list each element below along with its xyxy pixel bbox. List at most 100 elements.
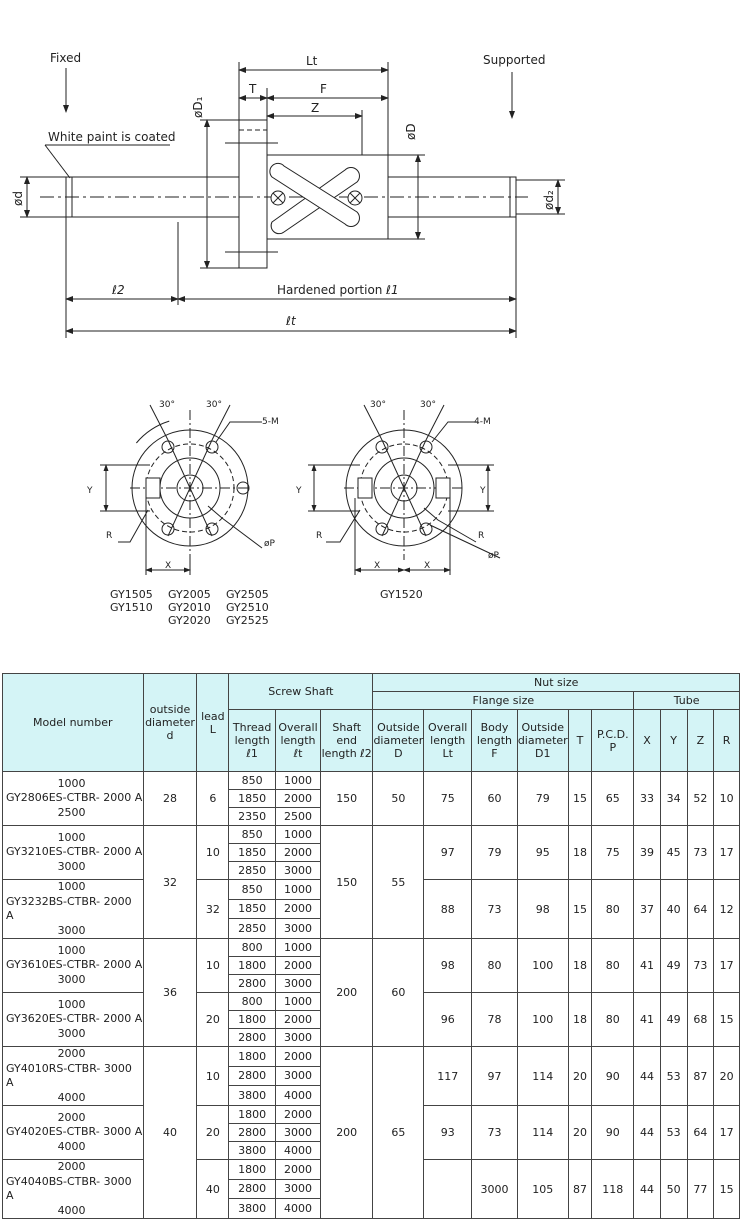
- table-row: 1000 GY3610ES-CTBR- 2000 A 3000 36 10 80…: [2, 938, 740, 1047]
- thread-length-cell: 3800: [228, 1141, 277, 1160]
- thread-length-cell: 2800: [228, 1065, 277, 1087]
- overall-length-cell: 3000: [275, 1028, 321, 1047]
- tube-z-cell: 64: [686, 879, 715, 939]
- thread-length-cell: 850: [228, 879, 277, 900]
- tube-x-cell: 44: [633, 1046, 661, 1106]
- phi-d-label: ød: [11, 191, 25, 206]
- table-row: 1000 GY3620ES-CTBR- 2000 A 3000 20 800 1…: [2, 992, 740, 1047]
- left-x-label: X: [165, 561, 171, 571]
- lead-cell: 40: [196, 1159, 230, 1219]
- overall-length-cell: 4000: [275, 1085, 321, 1106]
- thread-length-cell: 1800: [228, 956, 277, 975]
- phi-d1-label: øD₁: [191, 96, 205, 118]
- l1-label: ℓ1: [385, 283, 399, 297]
- overall-length-cell: 2000: [275, 1105, 321, 1124]
- header-flange-overall-length: Overall length Lt: [423, 709, 473, 772]
- shaft-end-cell: 150: [319, 825, 374, 939]
- tube-y-cell: 34: [659, 771, 688, 826]
- header-flange-size: Flange size: [372, 691, 635, 710]
- overall-length-cell: 4000: [275, 1198, 321, 1219]
- outside-diameter-cell: 28: [142, 771, 198, 826]
- left-y-label: Y: [86, 486, 93, 496]
- right-m-label: 4-M: [474, 417, 491, 427]
- lt-total-label: ℓt: [285, 314, 297, 328]
- model-cell: 2000 GY4010RS-CTBR- 3000 A 4000: [2, 1046, 144, 1106]
- lead-cell: 10: [196, 825, 230, 880]
- flange-p-cell: 80: [591, 992, 635, 1047]
- overall-length-cell: 3000: [275, 1178, 321, 1200]
- left-model-8: GY2525: [226, 614, 269, 627]
- overall-length-cell: 2000: [275, 1159, 321, 1180]
- tube-z-cell: 68: [686, 992, 715, 1047]
- shaft-end-cell: 150: [319, 771, 374, 826]
- overall-length-cell: 1000: [275, 825, 321, 844]
- outside-diameter-cell: 32: [142, 825, 198, 939]
- header-model: Model number: [2, 673, 144, 772]
- left-model-6: GY2505: [226, 588, 269, 601]
- flange-t-cell: 87: [567, 1159, 593, 1219]
- header-tube-y: Y: [659, 709, 688, 772]
- flange-d1-cell: 105: [516, 1159, 569, 1219]
- flange-d1-cell: 79: [516, 771, 569, 826]
- outside-diameter-cell: 40: [142, 1046, 198, 1219]
- overall-length-cell: 2000: [275, 898, 321, 920]
- right-y-right-label: Y: [479, 486, 486, 496]
- shaft-end-cell: 200: [319, 1046, 374, 1219]
- thread-length-cell: 800: [228, 992, 277, 1011]
- right-y-left-label: Y: [295, 486, 302, 496]
- ball-screw-side-view-drawing: Fixed Supported White paint is coated Lt…: [11, 51, 565, 338]
- flange-lt-cell: 96: [423, 992, 473, 1047]
- right-angle-a: 30°: [370, 400, 386, 410]
- thread-length-cell: 850: [228, 825, 277, 844]
- right-r-label: R: [316, 531, 322, 541]
- left-model-1: GY1505: [110, 588, 153, 601]
- tube-r-cell: 17: [713, 825, 740, 880]
- overall-length-cell: 1000: [275, 992, 321, 1011]
- header-outside-diameter: outside diameter d: [142, 673, 198, 772]
- flange-d1-cell: 98: [516, 879, 569, 939]
- flange-t-cell: 15: [567, 879, 593, 939]
- thread-length-cell: 1850: [228, 843, 277, 862]
- flange-f-cell: 73: [471, 879, 518, 939]
- flange-lt-cell: 97: [423, 825, 473, 880]
- flange-lt-cell: 88: [423, 879, 473, 939]
- overall-length-cell: 2000: [275, 956, 321, 975]
- thread-length-cell: 3800: [228, 1085, 277, 1106]
- flange-p-cell: 118: [591, 1159, 635, 1219]
- right-p-label: øP: [488, 551, 500, 561]
- header-flange-body-length: Body length F: [471, 709, 518, 772]
- tube-x-cell: 37: [633, 879, 661, 939]
- overall-length-cell: 2000: [275, 843, 321, 862]
- thread-length-cell: 2800: [228, 1028, 277, 1047]
- flange-t-cell: 18: [567, 992, 593, 1047]
- tube-y-cell: 49: [659, 992, 688, 1047]
- overall-length-cell: 3000: [275, 918, 321, 939]
- table-row: 1000 GY3232BS-CTBR- 2000 A 3000 32 850 1…: [2, 879, 740, 939]
- overall-length-cell: 2500: [275, 807, 321, 826]
- model-cell: 1000 GY2806ES-CTBR- 2000 A 2500: [2, 771, 144, 826]
- lead-cell: 32: [196, 879, 230, 939]
- flange-f-cell: 97: [471, 1046, 518, 1106]
- tube-y-cell: 40: [659, 879, 688, 939]
- supported-label: Supported: [483, 53, 545, 67]
- thread-length-cell: 2850: [228, 861, 277, 880]
- thread-length-cell: 2350: [228, 807, 277, 826]
- tube-z-cell: 73: [686, 825, 715, 880]
- header-tube-x: X: [633, 709, 661, 772]
- lead-cell: 20: [196, 992, 230, 1047]
- tube-r-cell: 12: [713, 879, 740, 939]
- flange-d1-cell: 95: [516, 825, 569, 880]
- header-tube-r: R: [713, 709, 740, 772]
- flange-t-cell: 18: [567, 825, 593, 880]
- lt-label: Lt: [306, 54, 318, 68]
- table-row: 2000 GY4010RS-CTBR- 3000 A 4000 40 10 18…: [2, 1046, 740, 1219]
- flange-t-cell: 20: [567, 1046, 593, 1106]
- flange-p-cell: 65: [591, 771, 635, 826]
- flange-p-cell: 90: [591, 1105, 635, 1160]
- flange-f-cell: 79: [471, 825, 518, 880]
- overall-length-cell: 1000: [275, 879, 321, 900]
- tube-x-cell: 41: [633, 992, 661, 1047]
- tube-x-cell: 44: [633, 1105, 661, 1160]
- tube-y-cell: 45: [659, 825, 688, 880]
- flange-lt-cell: [423, 1159, 473, 1219]
